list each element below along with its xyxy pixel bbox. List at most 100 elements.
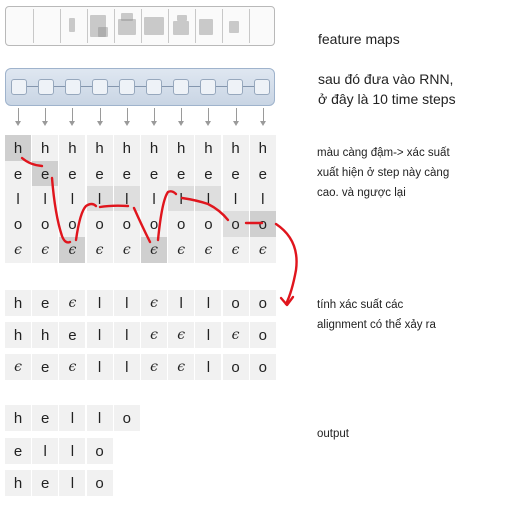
rnn-link — [162, 86, 173, 87]
path-arrowhead — [279, 295, 295, 307]
feature-map-slice — [6, 9, 32, 43]
rnn-cell — [146, 79, 162, 95]
alignment-cell: o — [222, 354, 249, 380]
prob-cell: o — [5, 211, 31, 237]
prob-cell: e — [5, 161, 31, 187]
alignment-cell: o — [249, 322, 276, 348]
output-cell: h — [5, 470, 31, 496]
rnn-link — [135, 86, 146, 87]
rnn-output-arrow — [123, 108, 130, 126]
alignment-cell: e — [59, 322, 86, 348]
prob-cell: h — [195, 135, 222, 161]
alignment-cell: ϵ — [5, 354, 31, 380]
rnn-output-arrow — [69, 108, 76, 126]
rnn-label-line2: ở đây là 10 time steps — [318, 91, 456, 107]
alignment-note-line2: alignment có thể xảy ra — [317, 319, 436, 331]
prob-cell: ϵ — [249, 237, 276, 263]
prob-cell: e — [32, 161, 59, 187]
prob-cell: e — [168, 161, 195, 187]
prob-cell: e — [113, 161, 140, 187]
alignment-cell: ϵ — [141, 354, 167, 380]
rnn-output-arrow — [232, 108, 239, 126]
output-cell: l — [86, 405, 113, 431]
output-cell: o — [86, 438, 113, 464]
rnn-output-arrow — [15, 108, 21, 126]
rnn-cell — [65, 79, 81, 95]
prob-cell: h — [59, 135, 86, 161]
rnn-output-arrow — [42, 108, 49, 126]
prob-cell: e — [141, 161, 167, 187]
path-stroke-to-alignment — [274, 222, 298, 306]
rnn-link — [189, 86, 200, 87]
rnn-link — [54, 86, 65, 87]
rnn-cell — [200, 79, 216, 95]
rnn-output-arrow — [259, 108, 266, 126]
alignment-cell: l — [195, 354, 222, 380]
rnn-cell — [254, 79, 270, 95]
prob-cell: ϵ — [32, 237, 59, 263]
feature-maps-strip — [5, 6, 275, 46]
prob-cell: o — [86, 211, 113, 237]
alignment-cell: o — [249, 354, 276, 380]
prob-cell: e — [222, 161, 249, 187]
alignment-note-line1: tính xác suất các — [317, 299, 404, 311]
output-cell: o — [86, 470, 113, 496]
rnn-output-arrow — [178, 108, 185, 126]
rnn-link — [108, 86, 119, 87]
alignment-cell: o — [249, 290, 276, 316]
rnn-link — [27, 86, 38, 87]
alignment-cell: l — [195, 322, 222, 348]
probability-note-line2: xuất hiện ở step này càng — [317, 167, 450, 179]
rnn-cell — [119, 79, 135, 95]
alignment-cell: e — [32, 290, 59, 316]
alignment-cell: ϵ — [168, 322, 195, 348]
feature-map-slice — [195, 9, 221, 43]
output-cell: l — [59, 438, 86, 464]
prob-cell: l — [59, 186, 86, 212]
rnn-output-arrow — [205, 108, 212, 126]
rnn-output-arrow — [96, 108, 103, 126]
prob-cell: ϵ — [195, 237, 222, 263]
prob-cell: l — [113, 186, 140, 212]
prob-cell: h — [32, 135, 59, 161]
prob-cell: l — [195, 186, 222, 212]
feature-map-slice — [168, 9, 194, 43]
prob-cell: ϵ — [86, 237, 113, 263]
prob-cell: ϵ — [168, 237, 195, 263]
prob-cell: l — [222, 186, 249, 212]
alignment-cell: ϵ — [222, 322, 249, 348]
rnn-output-arrow — [151, 108, 157, 126]
prob-cell: l — [32, 186, 59, 212]
feature-maps-label: feature maps — [318, 31, 400, 47]
alignment-cell: l — [168, 290, 195, 316]
feature-map-slice — [249, 9, 275, 43]
alignment-cell: l — [195, 290, 222, 316]
output-cell: e — [32, 405, 59, 431]
prob-cell: ϵ — [59, 237, 86, 263]
output-cell: o — [113, 405, 140, 431]
output-cell: h — [5, 405, 31, 431]
feature-map-slice — [33, 9, 59, 43]
prob-cell: h — [141, 135, 167, 161]
prob-cell: h — [113, 135, 140, 161]
prob-cell: o — [222, 211, 249, 237]
prob-cell: o — [59, 211, 86, 237]
prob-cell: o — [195, 211, 222, 237]
alignment-cell: ϵ — [59, 290, 86, 316]
alignment-cell: l — [86, 290, 113, 316]
prob-cell: l — [168, 186, 195, 212]
prob-cell: h — [222, 135, 249, 161]
rnn-cell — [38, 79, 54, 95]
prob-cell: o — [249, 211, 276, 237]
alignment-cell: h — [5, 290, 31, 316]
rnn-cell — [227, 79, 243, 95]
prob-cell: ϵ — [113, 237, 140, 263]
prob-cell: h — [5, 135, 31, 161]
prob-cell: l — [5, 186, 31, 212]
alignment-cell: h — [32, 322, 59, 348]
rnn-block — [5, 68, 275, 106]
prob-cell: e — [195, 161, 222, 187]
prob-cell: l — [141, 186, 167, 212]
prob-cell: o — [113, 211, 140, 237]
prob-cell: e — [86, 161, 113, 187]
